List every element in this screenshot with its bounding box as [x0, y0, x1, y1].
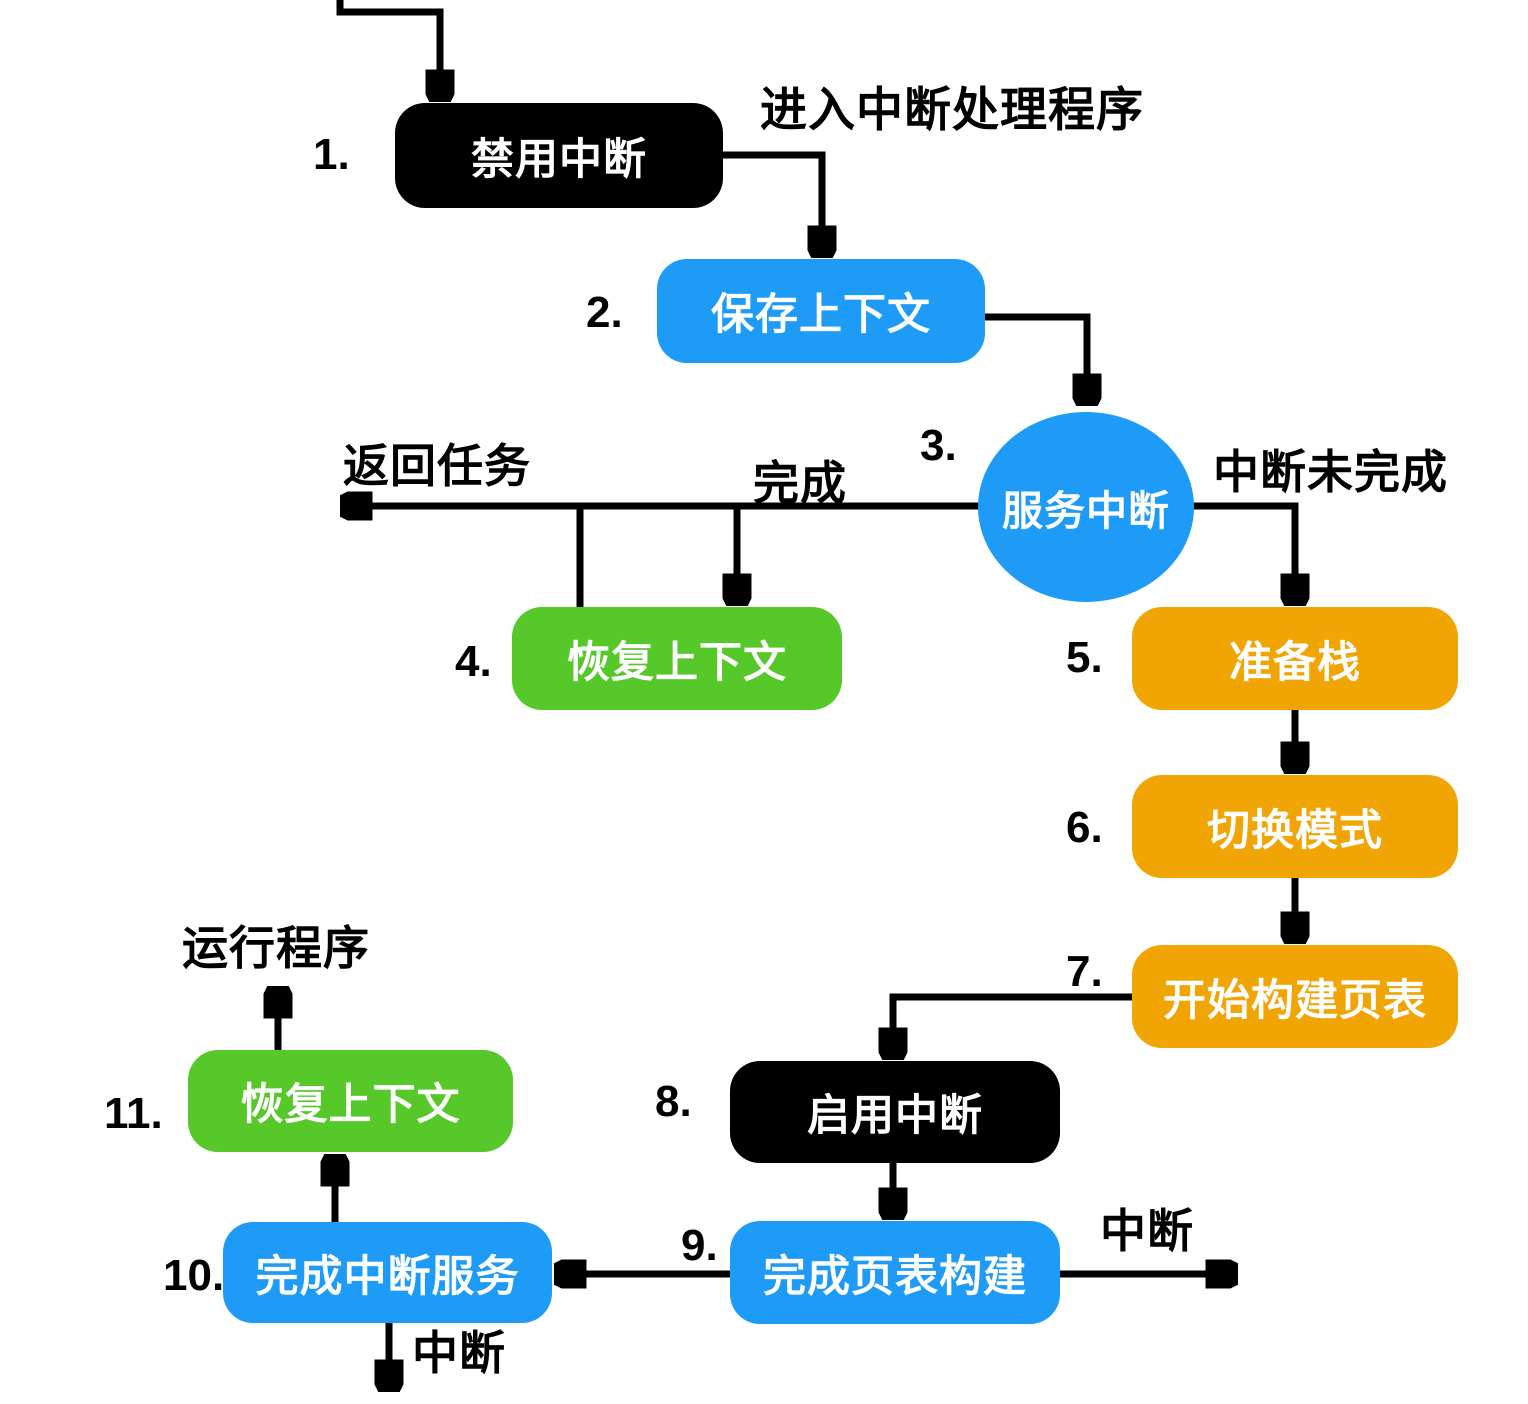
step-number-8: 8. — [655, 1077, 692, 1126]
arrow-node2-to-node3 — [985, 313, 1087, 400]
step-number-2: 2. — [586, 288, 623, 337]
node-1-disable-interrupts: 禁用中断 — [395, 103, 723, 208]
step-number-10: 10. — [163, 1251, 225, 1300]
label-enter-interrupt-handler: 进入中断处理程序 — [760, 83, 1144, 136]
label-run-program: 运行程序 — [182, 922, 370, 974]
arrow-node7-to-node8 — [893, 993, 1132, 1054]
node-2-save-context: 保存上下文 — [657, 259, 985, 363]
step-number-4: 4. — [455, 637, 492, 686]
node-4-restore-context: 恢复上下文 — [512, 607, 842, 710]
step-number-7: 7. — [1066, 947, 1103, 996]
label-interrupt-right: 中断 — [1100, 1205, 1194, 1257]
step-number-1: 1. — [313, 130, 350, 179]
label-done: 完成 — [753, 457, 847, 509]
step-number-5: 5. — [1066, 633, 1103, 682]
label-interrupt-not-done: 中断未完成 — [1213, 446, 1448, 498]
label-interrupt-bottom: 中断 — [412, 1327, 506, 1379]
step-number-6: 6. — [1066, 803, 1103, 852]
node-11-restore-context: 恢复上下文 — [188, 1050, 513, 1152]
step-number-3: 3. — [920, 421, 957, 470]
node-3-service-interrupt: 服务中断 — [978, 412, 1194, 602]
step-number-9: 9. — [681, 1221, 718, 1270]
node-5-prepare-stack: 准备栈 — [1132, 607, 1458, 710]
arrow-node3-to-node5 — [1191, 502, 1295, 600]
arrow-node1-to-node2 — [723, 151, 822, 252]
node-10-finish-interrupt-service: 完成中断服务 — [223, 1222, 552, 1323]
node-9-finish-page-table: 完成页表构建 — [730, 1221, 1060, 1324]
node-7-start-build-page-table: 开始构建页表 — [1132, 945, 1458, 1048]
label-return-task: 返回任务 — [343, 440, 531, 492]
arrow-entry-to-node1 — [336, 0, 440, 96]
step-number-11: 11. — [104, 1089, 163, 1138]
node-6-switch-mode: 切换模式 — [1132, 775, 1458, 878]
node-8-enable-interrupts: 启用中断 — [730, 1061, 1060, 1163]
